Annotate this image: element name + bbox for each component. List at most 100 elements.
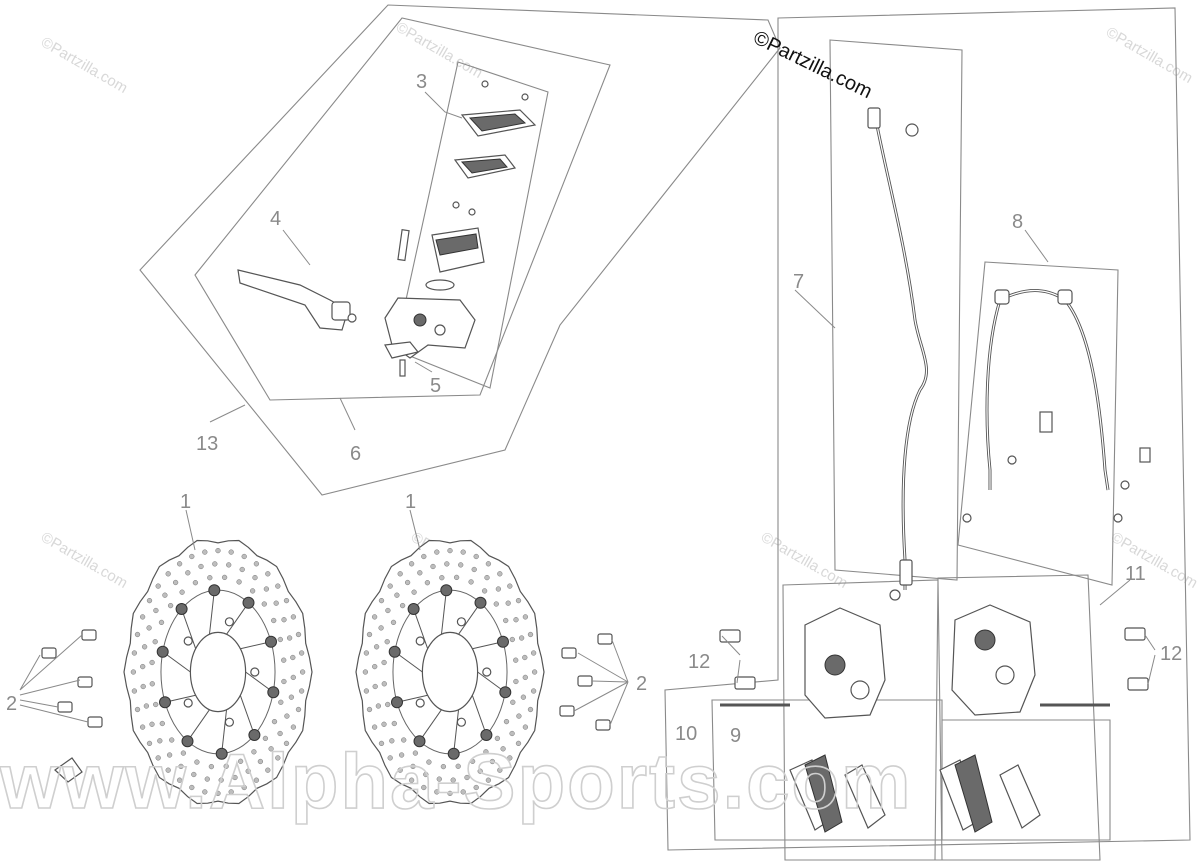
outline-7: [829, 39, 963, 581]
disc-hole: [468, 579, 474, 585]
disc-hole: [290, 674, 296, 681]
disc-hole: [178, 763, 184, 770]
brake-line-8: [962, 289, 1151, 523]
disc-button: [267, 686, 280, 699]
disc-button: [388, 645, 401, 658]
disc-hole: [262, 735, 269, 742]
disc-hole: [251, 749, 257, 755]
watermark-ml: ©Partzilla.com: [38, 529, 130, 592]
caliper-left-piston: [824, 654, 846, 676]
disc-hole: [198, 563, 204, 570]
disc-hole: [286, 635, 293, 641]
disc-hole: [165, 767, 171, 773]
disc-hole: [237, 758, 244, 764]
screw-3: [452, 201, 460, 209]
disc-bolt: [577, 675, 593, 687]
disc-hole: [515, 740, 522, 747]
disc-hole: [458, 562, 464, 568]
disc-hole: [497, 571, 503, 577]
disc-hole: [522, 614, 529, 620]
disc-hole: [146, 740, 153, 747]
leader-4: [282, 229, 311, 266]
hose-8-junction-left: [994, 289, 1010, 305]
disc-button: [474, 596, 487, 609]
disc-hole: [194, 759, 200, 765]
disc-hole: [223, 763, 229, 769]
hose-8-junction-right: [1057, 289, 1073, 305]
watermark-layer: ©Partzilla.com ©Partzilla.com ©Partzilla…: [38, 19, 1199, 592]
disc-hole: [159, 720, 165, 727]
outline-right-caliper: [934, 574, 1101, 861]
disc-hole: [513, 657, 519, 663]
disc-hole: [412, 750, 419, 756]
disc-mount-hole: [456, 717, 466, 727]
seal-ring: [425, 279, 455, 291]
callout-6: 6: [350, 443, 361, 465]
disc-button: [391, 696, 403, 709]
disc-hole: [447, 790, 453, 797]
disc-hole: [149, 721, 155, 727]
disc-hole: [378, 597, 385, 604]
disc-hole: [494, 735, 501, 742]
disc-hole: [417, 570, 423, 576]
callout-1-right: 1: [405, 491, 416, 513]
leader-2b: [573, 639, 629, 726]
hose-8: [985, 289, 1110, 491]
disc-hole: [131, 650, 138, 656]
disc-hole: [460, 789, 466, 795]
disc-hole: [153, 701, 159, 708]
disc-spoke: [208, 590, 215, 635]
disc-hole: [152, 639, 158, 645]
disc-spoke: [239, 695, 255, 736]
brake-pad: [954, 754, 993, 833]
callout-10: 10: [675, 723, 697, 745]
reservoir-cap-top: [468, 113, 527, 132]
disc-button: [242, 596, 255, 609]
disc-button: [175, 603, 188, 615]
disc-hole: [281, 617, 287, 623]
caliper-bolt: [734, 676, 756, 690]
disc-hole: [391, 720, 397, 727]
disc-hole: [228, 789, 234, 795]
disc-hole: [477, 768, 483, 774]
disc-hole: [530, 650, 537, 656]
hose-7-fitting-bottom: [899, 559, 913, 586]
brake-pad: [804, 754, 843, 833]
disc-bolt: [77, 676, 93, 688]
disc-hole: [204, 776, 210, 782]
disc-button: [497, 635, 509, 648]
caliper-right-piston-2: [995, 665, 1015, 685]
alpha-sports-watermark: www.Alpha-Sports.com: [0, 737, 913, 825]
caliper-bolt: [1127, 677, 1149, 691]
disc-mount-hole: [415, 698, 425, 708]
disc-hole: [176, 777, 183, 783]
disc-hole: [390, 619, 397, 626]
disc-hole: [167, 602, 174, 609]
lever-pivot: [331, 301, 351, 321]
disc-button: [413, 735, 426, 748]
caliper-right: [951, 604, 1149, 716]
washer-b: [1120, 480, 1130, 490]
partzilla-watermark: ©Partzilla.com: [750, 27, 876, 103]
disc-bolt: [41, 647, 57, 659]
disc-hole: [283, 597, 290, 604]
disc-hole: [509, 730, 515, 737]
disc-hole: [455, 763, 461, 769]
sensor-bracket: [54, 757, 83, 783]
disc-hole: [277, 636, 283, 643]
disc-hole: [375, 703, 382, 709]
disc-hole: [162, 592, 168, 598]
bolt-5: [399, 359, 406, 377]
brake-lever: [237, 269, 349, 331]
disc-hole: [202, 549, 208, 555]
diaphragm-top: [460, 158, 508, 174]
leader-5: [414, 361, 433, 373]
disc-hole: [527, 631, 534, 638]
disc-hole: [290, 724, 297, 730]
disc-hole: [522, 674, 528, 681]
disc-spoke: [440, 590, 447, 635]
brake-disc-left: [123, 539, 313, 805]
outline-3: [394, 61, 549, 389]
disc-hole: [421, 784, 427, 791]
